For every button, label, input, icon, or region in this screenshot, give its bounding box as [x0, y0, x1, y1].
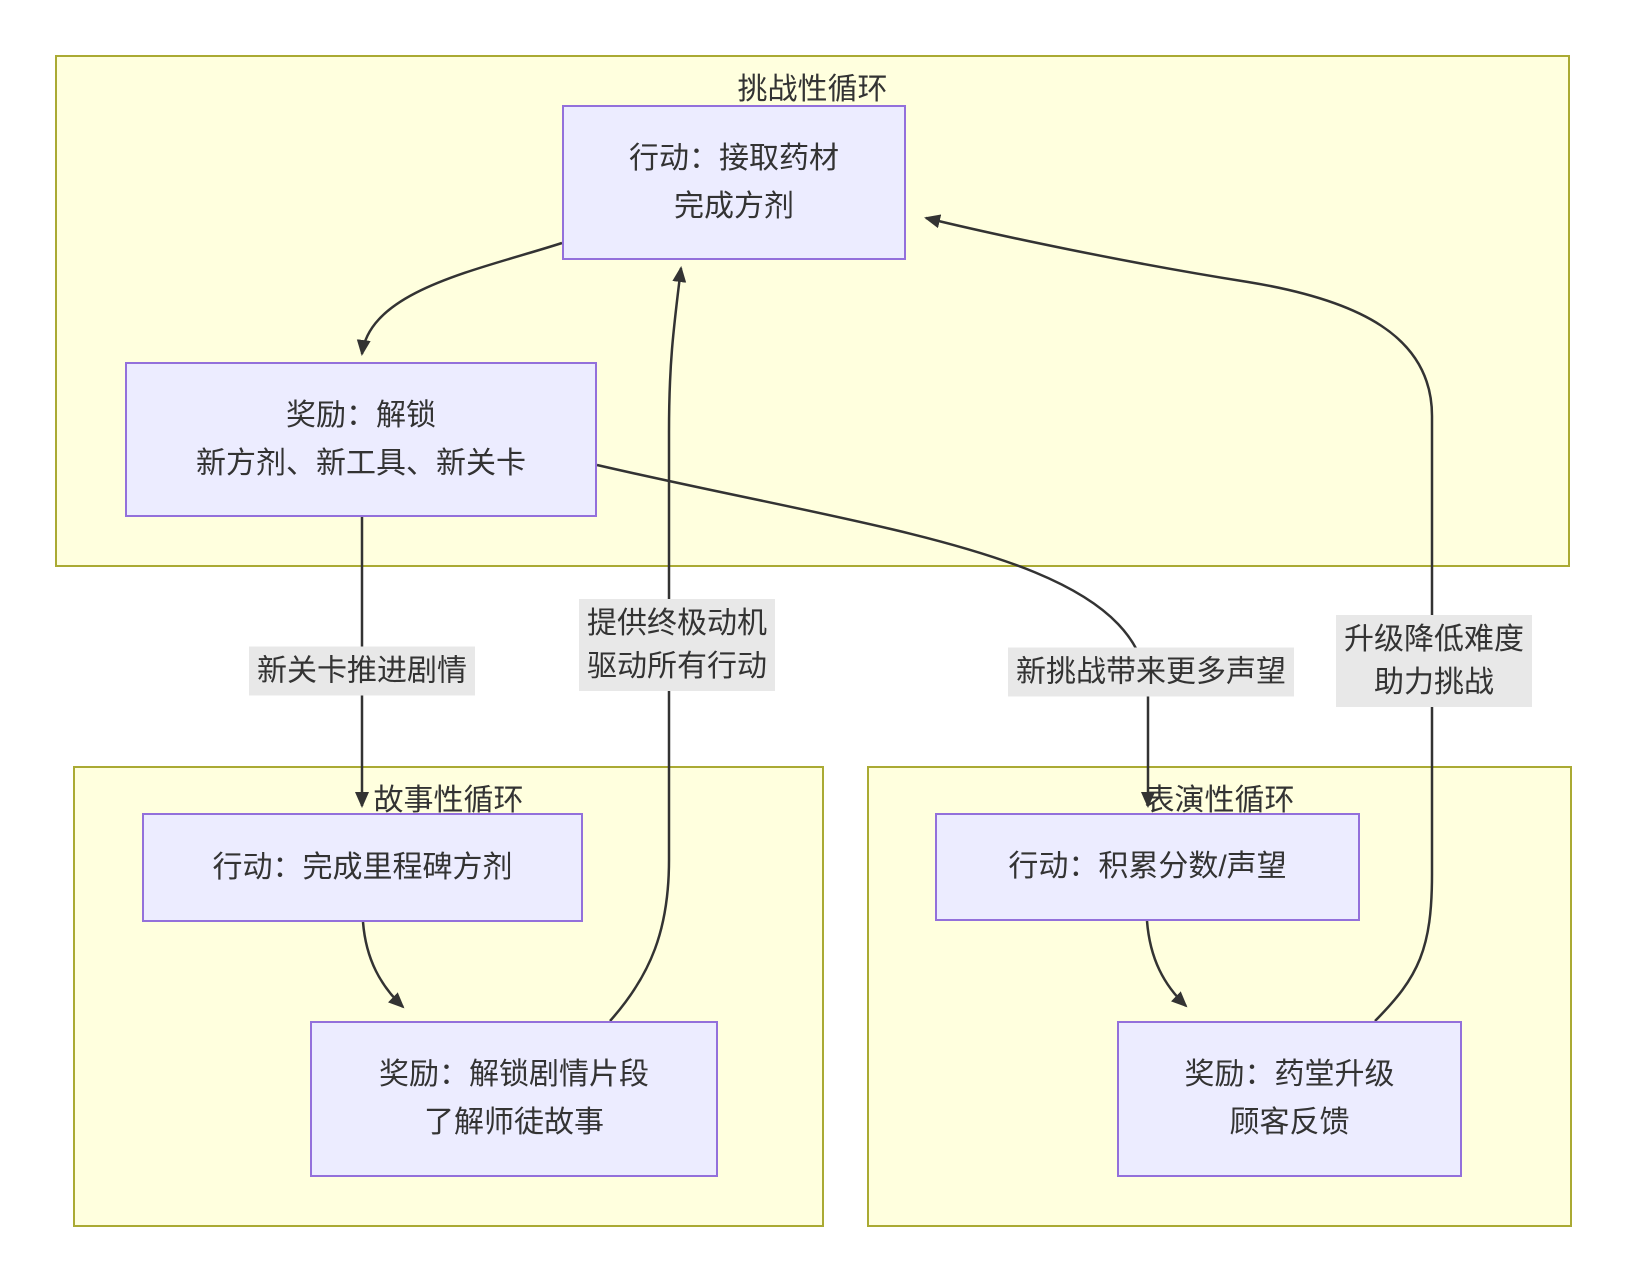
node-challenge-action: 行动：接取药材 完成方剂	[562, 105, 906, 260]
node-performance-reward-line2: 顾客反馈	[1229, 1106, 1350, 1139]
node-story-reward-line2: 了解师徒故事	[424, 1106, 604, 1139]
edge-label-new-level-plot-line1: 新关卡推进剧情	[257, 654, 467, 688]
edge-story-action-to-story-reward	[361, 921, 405, 1009]
edge-label-upgrade-difficulty-line1: 升级降低难度	[1344, 623, 1524, 656]
edge-label-challenge-reputation-line1: 新挑战带来更多声望	[1016, 655, 1286, 689]
node-challenge-reward: 奖励：解锁 新方剂、新工具、新关卡	[125, 362, 597, 517]
edge-performance-reward-to-challenge-action	[924, 214, 1434, 1022]
node-story-action: 行动：完成里程碑方剂	[142, 813, 583, 922]
edge-label-ultimate-motivation-line2: 驱动所有行动	[587, 650, 767, 683]
edge-label-upgrade-difficulty-line2: 助力挑战	[1374, 666, 1494, 699]
edge-performance-action-to-performance-reward	[1145, 920, 1188, 1008]
cluster-challenge-title: 挑战性循环	[737, 73, 888, 106]
node-story-action-line1: 行动：完成里程碑方剂	[212, 850, 513, 884]
edge-label-upgrade-difficulty: 升级降低难度 助力挑战	[1336, 615, 1532, 707]
edge-story-reward-to-challenge-action	[609, 266, 687, 1022]
node-story-reward-line1: 奖励：解锁剧情片段	[379, 1058, 649, 1091]
node-performance-action: 行动：积累分数/声望	[935, 813, 1360, 921]
cluster-performance-title: 表演性循环	[1144, 784, 1295, 817]
edge-label-ultimate-motivation-line1: 提供终极动机	[587, 607, 767, 640]
edge-label-ultimate-motivation: 提供终极动机 驱动所有行动	[579, 599, 775, 691]
edge-challenge-action-to-challenge-reward	[356, 241, 563, 356]
node-challenge-reward-line2: 新方剂、新工具、新关卡	[196, 446, 526, 480]
node-performance-reward: 奖励：药堂升级 顾客反馈	[1117, 1021, 1462, 1177]
edge-label-new-level-plot: 新关卡推进剧情	[249, 646, 475, 696]
node-challenge-reward-line1: 奖励：解锁	[286, 398, 436, 432]
node-challenge-action-line1: 行动：接取药材	[629, 141, 839, 175]
edge-label-challenge-reputation: 新挑战带来更多声望	[1008, 647, 1294, 697]
node-challenge-action-line2: 完成方剂	[674, 189, 794, 223]
node-story-reward: 奖励：解锁剧情片段 了解师徒故事	[310, 1021, 718, 1177]
cluster-story-title: 故事性循环	[373, 784, 524, 817]
node-performance-reward-line1: 奖励：药堂升级	[1184, 1058, 1395, 1091]
node-performance-action-line1: 行动：积累分数/声望	[1008, 850, 1287, 883]
